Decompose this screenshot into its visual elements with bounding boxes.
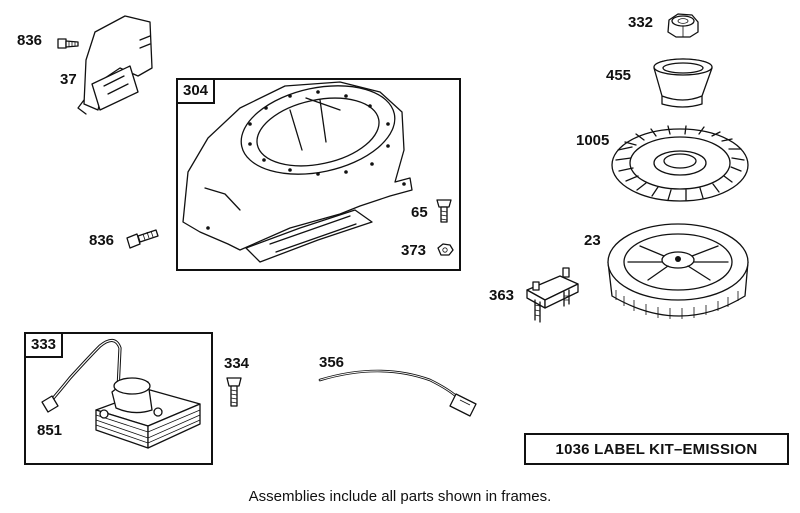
wire-356-drawing (318, 369, 477, 417)
part-label-65: 65 (411, 204, 428, 221)
blower-housing-304-drawing (182, 81, 413, 263)
part-label-455: 455 (606, 67, 632, 84)
nut-373-drawing (437, 243, 454, 256)
label-kit-box: 1036 LABEL KIT–EMISSION (524, 433, 789, 465)
assemblies-footnote: Assemblies include all parts shown in fr… (248, 488, 552, 505)
screw-334-drawing (226, 377, 242, 407)
assembly-frame-333: 333 (24, 332, 213, 465)
bracket-363-drawing (526, 267, 579, 323)
part-label-356: 356 (319, 354, 345, 371)
part-label-334: 334 (224, 355, 250, 372)
screw-836-top-drawing (57, 38, 79, 49)
ignition-coil-333-drawing (41, 338, 201, 449)
assembly-tag-304: 304 (176, 78, 216, 104)
part-label-37: 37 (60, 71, 77, 88)
cup-455-drawing (653, 58, 713, 108)
part-label-836-left: 836 (89, 232, 115, 249)
part-label-363: 363 (489, 287, 515, 304)
part-label-23: 23 (584, 232, 601, 249)
screw-65-drawing (436, 199, 452, 223)
fan-1005-drawing (611, 125, 749, 202)
part-label-373: 373 (401, 242, 427, 259)
nut-332-drawing (667, 13, 699, 38)
screw-836-left-drawing (126, 229, 159, 249)
part-label-851: 851 (37, 422, 63, 439)
assembly-tag-333: 333 (24, 332, 64, 358)
assembly-frame-304: 304 (176, 78, 461, 271)
flywheel-23-drawing (607, 223, 749, 319)
part-label-1005: 1005 (576, 132, 610, 149)
part-label-332: 332 (628, 14, 654, 31)
part-label-836-top: 836 (17, 32, 43, 49)
bracket-37-drawing (77, 15, 153, 115)
